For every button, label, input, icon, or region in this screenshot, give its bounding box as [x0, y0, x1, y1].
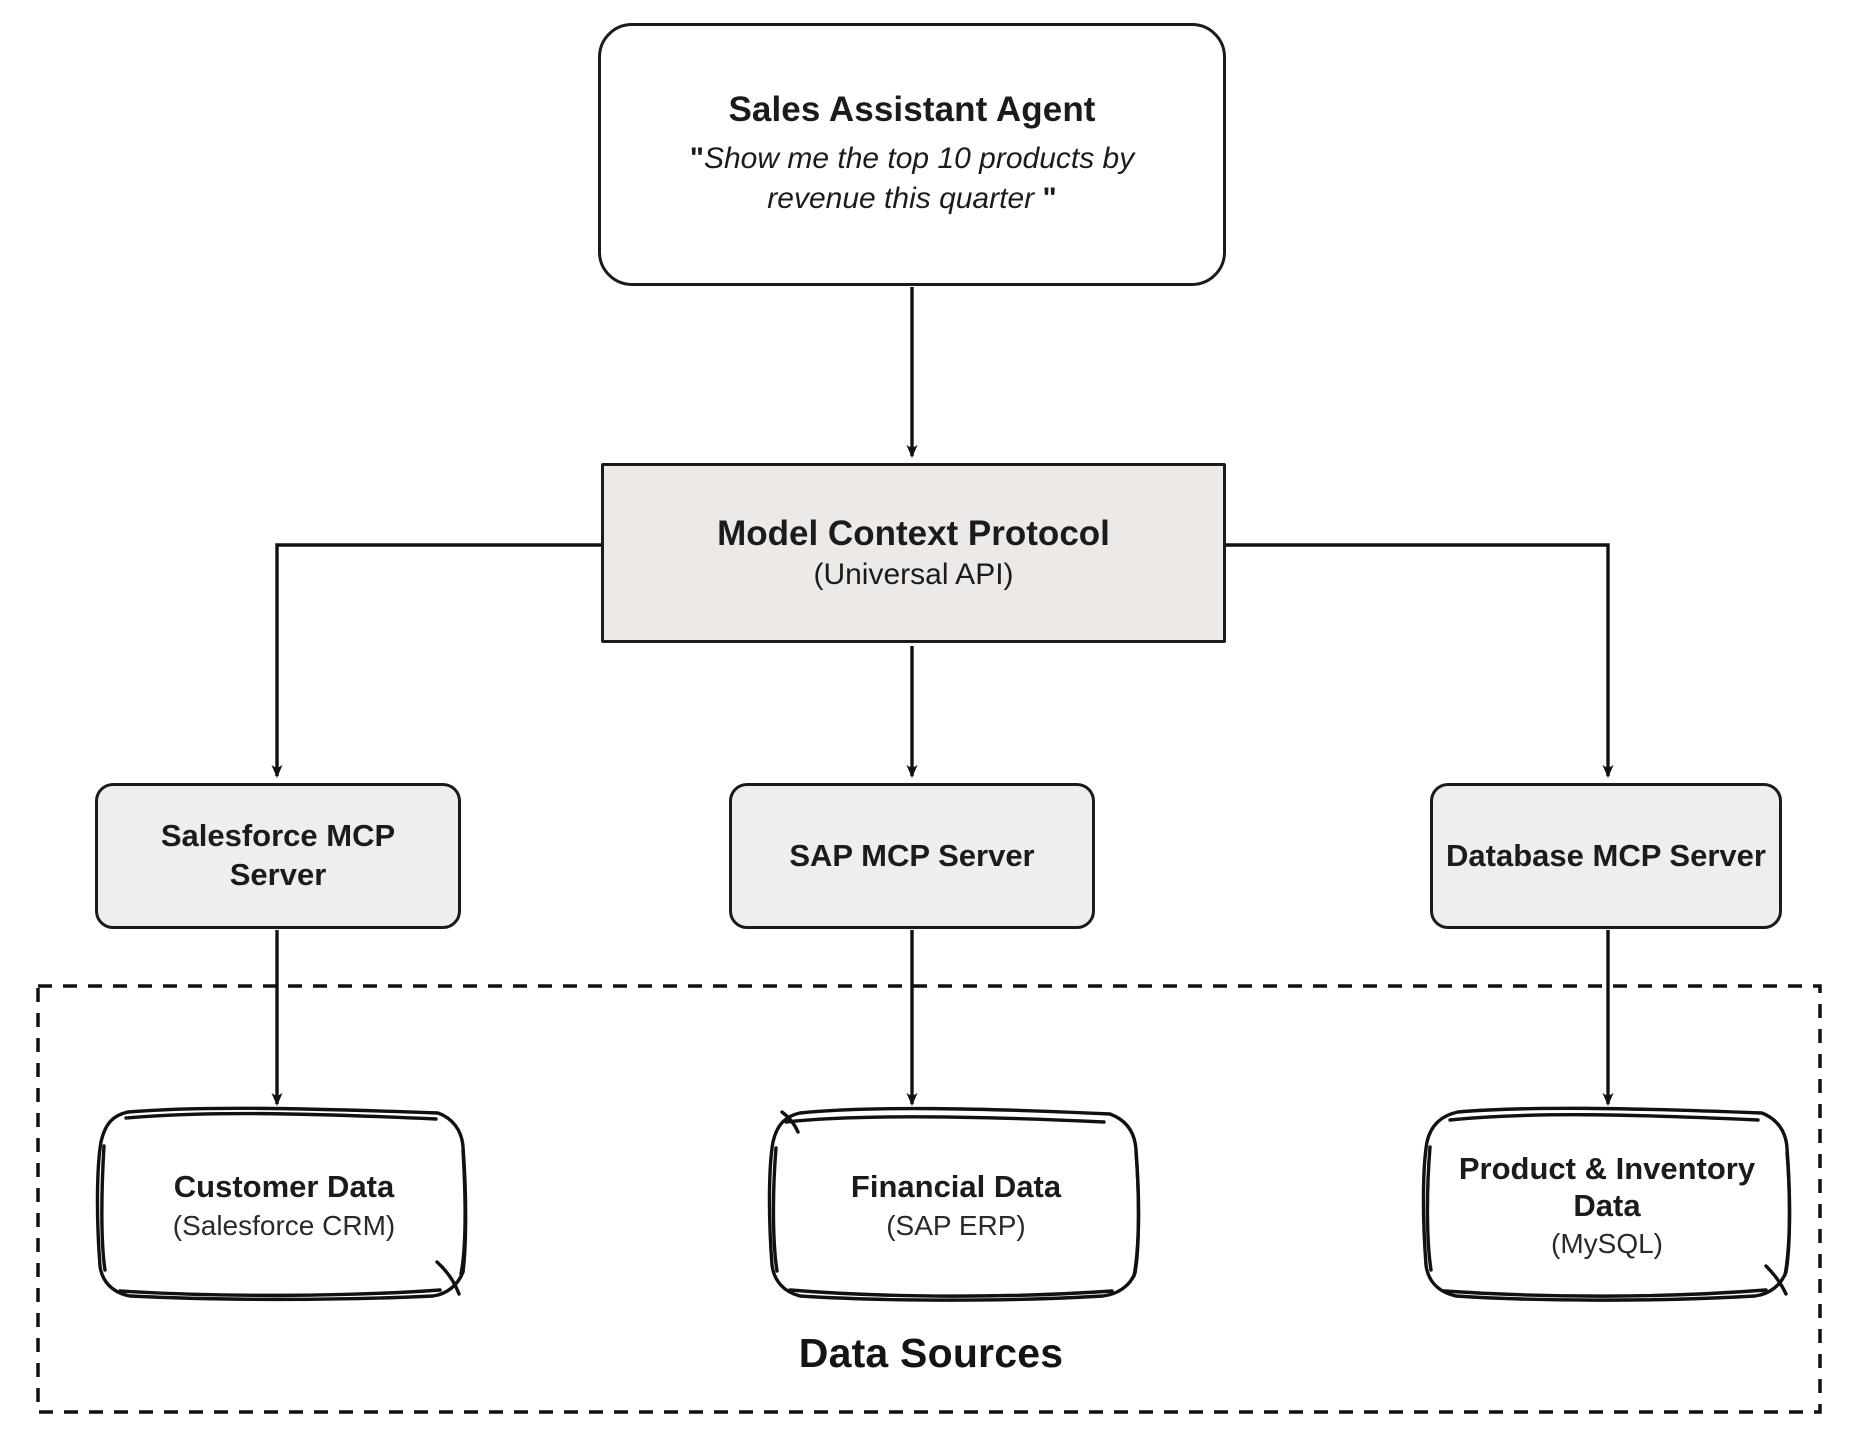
data-sources-group-label: Data Sources	[798, 1330, 1064, 1376]
server-label: Salesforce MCP Server	[160, 818, 396, 892]
connector-protocol-to-salesforce	[271, 543, 601, 778]
agent-prompt-quote: "Show me the top 10 products by revenue …	[632, 139, 1192, 218]
data-source-system: (MySQL)	[1551, 1228, 1663, 1260]
node-database-mcp-server[interactable]: Database MCP Server	[1430, 783, 1782, 929]
server-label: SAP MCP Server	[789, 837, 1035, 873]
data-source-system: (Salesforce CRM)	[172, 1209, 396, 1241]
node-salesforce-mcp-server[interactable]: Salesforce MCP Server	[95, 783, 461, 929]
server-label: Database MCP Server	[1446, 837, 1766, 873]
node-product-inventory-data[interactable]: Product & Inventory Data (MySQL)	[1428, 1110, 1786, 1300]
node-financial-data[interactable]: Financial Data (SAP ERP)	[770, 1110, 1142, 1300]
node-customer-data[interactable]: Customer Data (Salesforce CRM)	[98, 1110, 470, 1300]
data-source-title: Financial Data	[850, 1169, 1062, 1205]
node-sap-mcp-server[interactable]: SAP MCP Server	[729, 783, 1095, 929]
node-model-context-protocol[interactable]: Model Context Protocol (Universal API)	[601, 463, 1226, 643]
connector-protocol-to-database	[1226, 543, 1614, 778]
protocol-title: Model Context Protocol	[717, 514, 1110, 553]
protocol-subtitle: (Universal API)	[813, 558, 1014, 591]
node-sales-assistant-agent[interactable]: Sales Assistant Agent "Show me the top 1…	[598, 23, 1226, 286]
quote-open-mark: "	[689, 142, 704, 176]
data-source-system: (SAP ERP)	[886, 1209, 1026, 1241]
data-source-title: Product & Inventory Data	[1458, 1150, 1756, 1223]
agent-title: Sales Assistant Agent	[728, 90, 1096, 130]
quote-close-mark: "	[1042, 182, 1057, 215]
data-source-title: Customer Data	[173, 1169, 395, 1205]
agent-prompt-text: Show me the top 10 products by revenue t…	[703, 142, 1135, 215]
